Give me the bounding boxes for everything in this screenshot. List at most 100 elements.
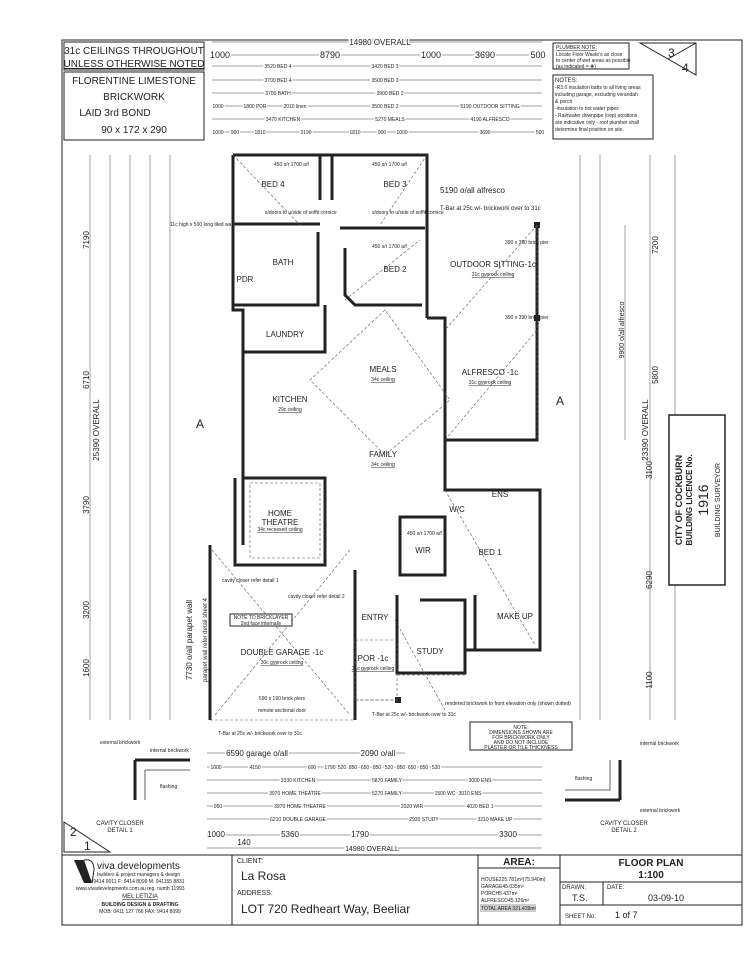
note-line: are indicative only - roof plumber shall [555, 120, 639, 126]
dimension-label: 1000 [210, 765, 221, 771]
dimension-label: 1000 [396, 130, 407, 136]
dimension-label: 3500 BED 2 [372, 104, 399, 110]
svg-text:9900 o/all alfresco: 9900 o/all alfresco [619, 301, 626, 358]
svg-text:4: 4 [682, 61, 689, 75]
svg-text:DIMENSIONS SHOWN ARE: DIMENSIONS SHOWN ARE [489, 730, 553, 736]
svg-text:external brickwork: external brickwork [100, 740, 141, 746]
dimension-label: 520 [432, 765, 441, 771]
company-logo [74, 859, 95, 884]
svg-text:BRICKWORK: BRICKWORK [103, 92, 165, 103]
dimension-label: 850 [420, 765, 429, 771]
svg-text:3100: 3100 [645, 461, 654, 479]
svg-text:cavity closer refer detail 2: cavity closer refer detail 2 [288, 594, 345, 600]
svg-text:CAVITY CLOSER: CAVITY CLOSER [600, 821, 648, 827]
bottom-dimensions: 6590 garage o/all 2090 o/all 14980 OVERA… [206, 748, 542, 855]
dimension-label: 520 [338, 765, 347, 771]
dimension-label: 1000 [210, 50, 230, 60]
brickwork-note: FLORENTINE LIMESTONE BRICKWORK LAID 3rd … [63, 71, 205, 141]
svg-text:NOTE:: NOTE: [513, 725, 528, 731]
dimension-label: 3190 [300, 130, 311, 136]
svg-text:AND DO NOT INCLUDE: AND DO NOT INCLUDE [494, 740, 549, 746]
svg-text:BATH: BATH [273, 258, 294, 267]
svg-text:CAVITY CLOSER: CAVITY CLOSER [96, 821, 144, 827]
svg-text:90 x 172 x 290: 90 x 172 x 290 [101, 125, 167, 136]
dimension-label: 5270 MEALS [375, 117, 405, 123]
svg-text:rendered brickwork to front el: rendered brickwork to front elevation on… [445, 701, 571, 707]
svg-text:ENTRY: ENTRY [362, 613, 390, 622]
dimension-label: 3470 KITCHEN [266, 117, 301, 123]
svg-text:MOB: 0411 127 766 FAX: 9414 8: MOB: 0411 127 766 FAX: 9414 8099 [99, 909, 181, 915]
cavity-closer-detail-2: internal brickwork external brickwork fl… [565, 741, 681, 834]
room-ens: ENS [492, 490, 508, 499]
svg-text:GARAGE45.035m²: GARAGE45.035m² [481, 884, 524, 890]
detail-reference-marker: 2 1 [63, 821, 112, 853]
ceiling-note: 31c CEILINGS THROUGHOUT UNLESS OTHERWISE… [63, 41, 205, 71]
dimension-label: 4190 ALFRESCO [470, 117, 509, 123]
svg-text:3: 3 [668, 46, 675, 60]
svg-text:2090 o/all: 2090 o/all [361, 749, 396, 758]
cavity-closer-detail-1: external brickwork internal brickwork fl… [96, 740, 190, 834]
note-line: including garage, excluding verandah [555, 92, 638, 98]
dimension-label: 1000 [421, 50, 441, 60]
dimension-label: 3500 BED 3 [372, 78, 399, 84]
svg-text:5190 o/all alfresco: 5190 o/all alfresco [440, 186, 505, 195]
dimension-label: 3210 MAKE UP [477, 817, 513, 823]
annotations: 5190 o/all alfresco T-Bar at 25c w/- bri… [170, 162, 573, 751]
svg-text:FOR BRICKWORK ONLY: FOR BRICKWORK ONLY [492, 735, 550, 741]
dimension-label: 500 [536, 130, 545, 136]
svg-text:450 s/r 1700 a/f: 450 s/r 1700 a/f [407, 531, 442, 537]
svg-text:UNLESS OTHERWISE NOTED: UNLESS OTHERWISE NOTED [64, 59, 205, 70]
svg-text:31c gyprock ceiling: 31c gyprock ceiling [472, 272, 515, 278]
sheet-border [61, 39, 743, 926]
svg-text:internal brickwork: internal brickwork [150, 748, 189, 754]
dimension-label: 3900 BED 2 [377, 91, 404, 97]
svg-text:cavity closer refer detail 1: cavity closer refer detail 1 [222, 578, 279, 584]
svg-text:STUDY: STUDY [416, 647, 444, 656]
svg-text:MEL LETIZIA: MEL LETIZIA [122, 894, 158, 900]
svg-text:W/C: W/C [449, 505, 465, 514]
dimension-label: 950 [214, 804, 223, 810]
dimension-label: 900 [378, 130, 387, 136]
plumber-note: PLUMBER NOTE: Locate Floor Waste's as cl… [552, 42, 631, 70]
dimension-label: 900 [231, 130, 240, 136]
svg-text:PDR: PDR [237, 275, 254, 284]
dimension-label: 3420 BED 3 [372, 64, 399, 70]
dimension-label: 1790 [324, 765, 335, 771]
svg-text:1600: 1600 [82, 659, 91, 677]
dimension-label: 1810 [254, 130, 265, 136]
svg-text:LAID 3rd BOND: LAID 3rd BOND [79, 108, 150, 119]
svg-text:BED 1: BED 1 [478, 548, 502, 557]
svg-text:BED 4: BED 4 [261, 180, 285, 189]
svg-text:30c gyprock ceiling: 30c gyprock ceiling [261, 660, 304, 666]
dimension-label: 3010 ENS [459, 791, 482, 797]
svg-text:6590 garage o/all: 6590 garage o/all [226, 749, 288, 758]
svg-text:DATE:: DATE: [607, 885, 625, 891]
svg-text:CLIENT:: CLIENT: [237, 858, 263, 865]
dimension-label: 1000 [212, 130, 223, 136]
svg-text:flashing: flashing [160, 784, 177, 790]
svg-text:s/doors to u/side of soffit co: s/doors to u/side of soffit cornice [372, 210, 444, 216]
svg-text:T-Bar at 25c w/- brickwork ove: T-Bar at 25c w/- brickwork over to 31c [218, 731, 302, 737]
note-line: -R3.0 insulation batts to all living are… [555, 85, 641, 91]
svg-text:3790: 3790 [82, 496, 91, 514]
dimension-label: 2020 WIR [401, 804, 424, 810]
dimension-label: 850 [397, 765, 406, 771]
svg-text:7200: 7200 [651, 236, 660, 254]
dimension-label: 1000 [207, 830, 225, 839]
dimension-label: 140 [237, 838, 251, 847]
svg-text:MAKE UP: MAKE UP [497, 612, 533, 621]
svg-text:7730 o/all parapet wall: 7730 o/all parapet wall [185, 600, 194, 680]
room-wir: WIR [415, 546, 431, 555]
note-line: & porch [555, 99, 572, 105]
svg-text:OUTDOOR SITTING-1c: OUTDOOR SITTING-1c [450, 260, 536, 269]
svg-text:PLASTER OR TILE THICKNESS: PLASTER OR TILE THICKNESS [484, 745, 558, 751]
svg-text:T-Bar at 25c w/- brickwork ove: T-Bar at 25c w/- brickwork over to 31c [372, 712, 456, 718]
svg-text:23390 OVERALL: 23390 OVERALL [641, 399, 650, 461]
dimension-label: 3690 [479, 130, 490, 136]
